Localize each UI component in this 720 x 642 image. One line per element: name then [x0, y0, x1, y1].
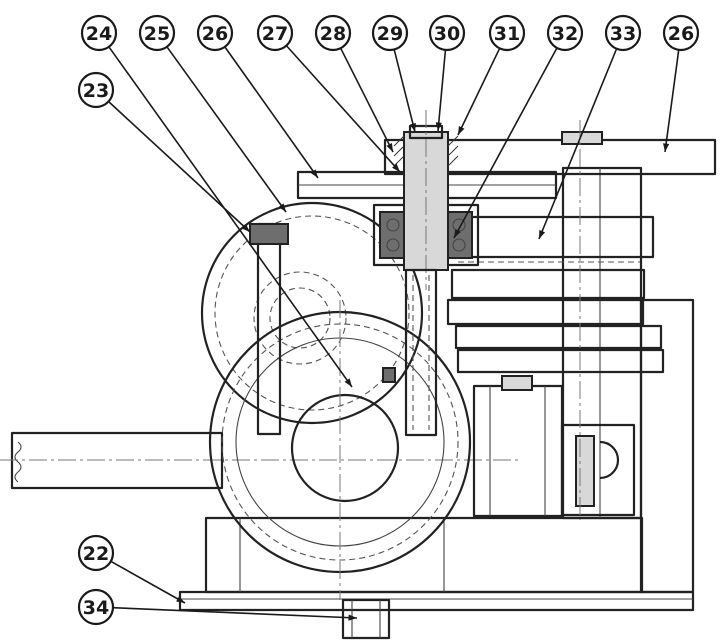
callout-33: 33 [604, 14, 642, 52]
callout-27: 27 [256, 14, 294, 52]
leader-arrow-24 [344, 378, 352, 387]
callout-circle [77, 71, 115, 109]
leader-line-29 [393, 49, 416, 133]
leader-arrow-22 [176, 596, 185, 603]
callout-label: 26 [202, 23, 228, 45]
callout-circle [314, 14, 352, 52]
leader-arrow-34 [348, 614, 357, 621]
leader-arrow-25 [278, 203, 286, 212]
plate-2 [450, 268, 646, 300]
callout-32: 32 [546, 14, 584, 52]
callout-circle [77, 534, 115, 572]
leader-arrow-31 [458, 126, 465, 135]
callout-circle [488, 14, 526, 52]
callout-label: 25 [144, 23, 170, 45]
callout-26: 26 [662, 14, 700, 52]
callout-label: 23 [83, 80, 109, 102]
upper-gear [200, 201, 424, 425]
top-arm [383, 138, 717, 176]
bottom-bolt [341, 598, 391, 640]
gear-bore [290, 393, 400, 503]
callout-25: 25 [138, 14, 176, 52]
callout-label: 26 [668, 23, 694, 45]
leader-line-31 [457, 47, 501, 136]
leader-lines [107, 45, 680, 621]
callout-circle [662, 14, 700, 52]
callout-label: 30 [434, 23, 460, 45]
housing-lower [204, 516, 644, 594]
callout-circle [428, 14, 466, 52]
leader-line-32 [453, 47, 558, 239]
callout-label: 22 [83, 543, 109, 565]
callout-label: 31 [494, 23, 520, 45]
callout-22: 22 [77, 534, 115, 572]
leader-line-24 [108, 46, 353, 388]
right-column [561, 166, 643, 520]
callout-group: 24 25 26 27 28 29 30 31 32 33 26 23 22 34 [77, 14, 700, 626]
callout-31: 31 [488, 14, 526, 52]
plate-5 [456, 348, 665, 374]
leader-arrow-28 [386, 143, 393, 152]
leader-arrow-27 [392, 163, 400, 172]
motor-block [472, 384, 564, 518]
leader-line-26 [224, 46, 319, 179]
leader-line-33 [538, 48, 618, 240]
callout-circle [80, 14, 118, 52]
leader-line-22 [110, 560, 186, 604]
callout-circle [256, 14, 294, 52]
callout-label: 33 [610, 23, 636, 45]
leader-arrow-32 [454, 229, 461, 238]
leader-line-26 [664, 49, 680, 153]
leader-arrow-30 [435, 122, 442, 131]
callout-24: 24 [80, 14, 118, 52]
mechanism [0, 110, 717, 640]
callout-29: 29 [371, 14, 409, 52]
callout-label: 29 [377, 23, 403, 45]
callout-30: 30 [428, 14, 466, 52]
callout-34: 34 [77, 588, 115, 626]
callout-label: 28 [320, 23, 346, 45]
callout-circle [77, 588, 115, 626]
leader-line-25 [166, 46, 287, 213]
side-bracket [560, 423, 636, 517]
callout-label: 34 [83, 597, 109, 619]
center-stud [404, 268, 438, 437]
right-frame [639, 298, 695, 594]
leader-arrow-23 [241, 224, 250, 232]
callout-circle [546, 14, 584, 52]
base-plate [178, 590, 695, 612]
leader-line-23 [107, 100, 251, 233]
leader-line-27 [285, 45, 401, 173]
plate-1 [456, 215, 655, 259]
callout-circle [604, 14, 642, 52]
callout-circle [138, 14, 176, 52]
callout-23: 23 [77, 71, 115, 109]
callout-28: 28 [314, 14, 352, 52]
callout-circle [371, 14, 409, 52]
plate-4 [454, 324, 663, 350]
callout-label: 24 [86, 23, 112, 45]
callout-label: 27 [262, 23, 288, 45]
plate-3 [446, 298, 645, 326]
leader-arrow-33 [539, 230, 546, 239]
leader-line-34 [112, 606, 358, 619]
leader-arrow-29 [409, 123, 416, 132]
leader-arrow-26 [310, 169, 318, 178]
callout-circle [196, 14, 234, 52]
leader-arrow-26 [663, 143, 670, 152]
callout-26: 26 [196, 14, 234, 52]
leader-line-30 [437, 49, 447, 132]
leader-line-28 [339, 47, 394, 153]
callout-label: 32 [552, 23, 578, 45]
